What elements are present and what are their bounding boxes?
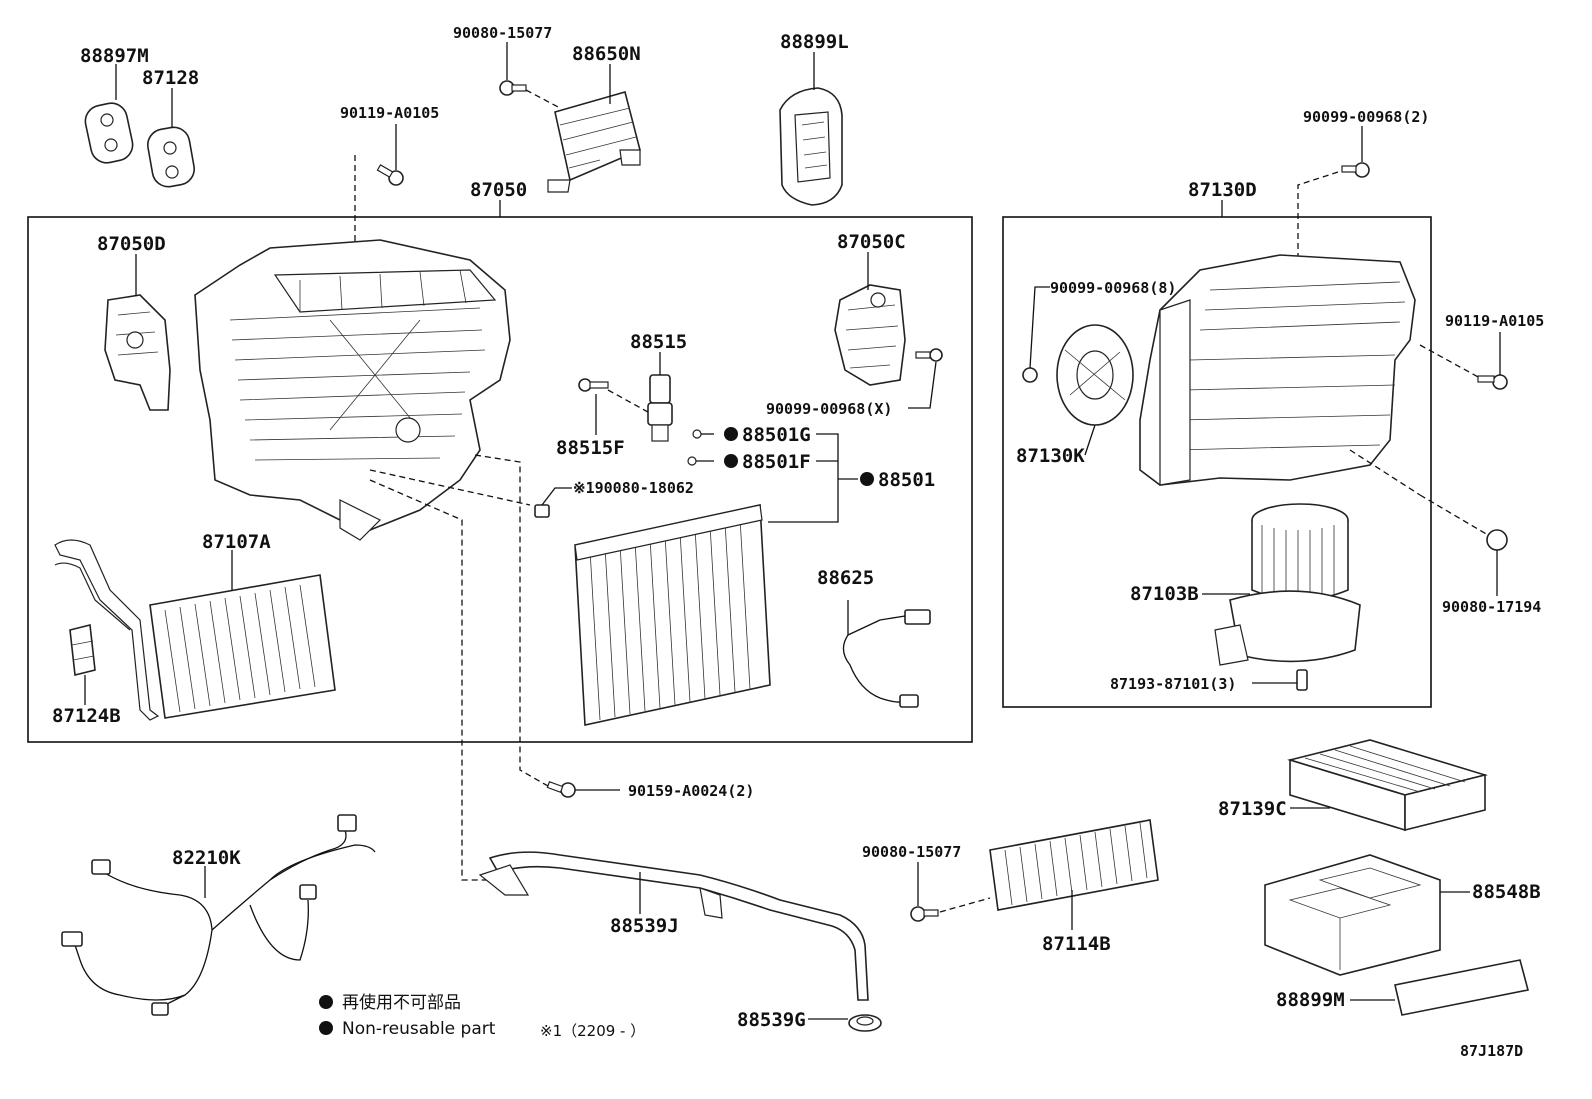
- legend-dot-jp: [319, 995, 333, 1009]
- label-88897M[interactable]: 88897M: [80, 45, 149, 67]
- filter-case-88548B-icon[interactable]: [1264, 854, 1441, 976]
- bolt-88515F-icon[interactable]: [578, 378, 609, 392]
- label-88548B[interactable]: 88548B: [1472, 881, 1541, 903]
- actuator-87050D-icon[interactable]: [104, 294, 171, 411]
- legend-note-1: ※1（2209 - ）: [540, 1022, 645, 1040]
- heater-core-87107A-icon[interactable]: [54, 539, 336, 721]
- label-88501F[interactable]: 88501F: [742, 451, 811, 473]
- legend-dot-en: [319, 1021, 333, 1035]
- label-88515[interactable]: 88515: [630, 331, 687, 353]
- label-87124B[interactable]: 87124B: [52, 705, 121, 727]
- label-88899L[interactable]: 88899L: [780, 31, 849, 53]
- label-90080-15077-bottom[interactable]: 90080-15077: [862, 843, 961, 861]
- screw-90080-15077-bottom-icon[interactable]: [910, 906, 939, 922]
- label-88539J[interactable]: 88539J: [610, 915, 679, 937]
- label-88501G[interactable]: 88501G: [742, 424, 811, 446]
- filter-cover-88899M-icon[interactable]: [1394, 959, 1529, 1016]
- label-90119-A0105-right[interactable]: 90119-A0105: [1445, 312, 1544, 330]
- screw-90119-A0105-top-icon[interactable]: [376, 164, 404, 186]
- label-90080-15077-top[interactable]: 90080-15077: [453, 24, 552, 42]
- label-90080-18062[interactable]: ※190080-18062: [573, 479, 694, 497]
- label-88501[interactable]: 88501: [878, 469, 935, 491]
- o-ring-88501F-icon[interactable]: [687, 456, 714, 466]
- blower-motor-87103B-icon[interactable]: [1214, 503, 1361, 666]
- legend-non-reusable-jp: 再使用不可部品: [342, 992, 461, 1013]
- actuator-87050C-icon[interactable]: [834, 284, 906, 386]
- non-reusable-dot-88501: [860, 472, 874, 486]
- assembly-box-87130D: [1002, 216, 1432, 708]
- label-90099-00968-2[interactable]: 90099-00968(2): [1303, 108, 1429, 126]
- fan-cover-87130K-icon[interactable]: [1056, 324, 1134, 426]
- grommet-88539G-icon[interactable]: [848, 1014, 882, 1032]
- label-87103B[interactable]: 87103B: [1130, 583, 1199, 605]
- blower-unit-87130D-icon[interactable]: [1139, 254, 1416, 486]
- label-87050D[interactable]: 87050D: [97, 233, 166, 255]
- control-module-88650N-icon[interactable]: [547, 91, 641, 193]
- label-87050C[interactable]: 87050C: [837, 231, 906, 253]
- label-90159-A0024-2[interactable]: 90159-A0024(2): [628, 782, 754, 800]
- label-88515F[interactable]: 88515F: [556, 437, 625, 459]
- screw-90099-00968-8-icon[interactable]: [1022, 367, 1038, 383]
- wire-harness-82210K-icon[interactable]: [61, 814, 376, 1016]
- screw-87193-87101-3-icon[interactable]: [1296, 669, 1308, 691]
- screw-90099-00968-X-icon[interactable]: [915, 348, 943, 362]
- screw-90099-00968-2-icon[interactable]: [1341, 162, 1370, 178]
- clip-87124B-icon[interactable]: [69, 624, 96, 676]
- label-87130D[interactable]: 87130D: [1188, 179, 1257, 201]
- label-88539G[interactable]: 88539G: [737, 1009, 806, 1031]
- cabin-filter-87139C-icon[interactable]: [1287, 739, 1488, 832]
- label-87128[interactable]: 87128: [142, 67, 199, 89]
- label-88650N[interactable]: 88650N: [572, 43, 641, 65]
- label-88625[interactable]: 88625: [817, 567, 874, 589]
- duct-88899L-icon[interactable]: [779, 87, 843, 206]
- sensor-88625-icon[interactable]: [842, 600, 931, 708]
- label-87107A[interactable]: 87107A: [202, 531, 271, 553]
- screw-90080-15077-top-icon[interactable]: [499, 80, 527, 96]
- label-88899M[interactable]: 88899M: [1276, 989, 1345, 1011]
- duct-88539J-icon[interactable]: [478, 851, 869, 1001]
- label-87139C[interactable]: 87139C: [1218, 798, 1287, 820]
- legend-non-reusable-en: Non-reusable part: [342, 1019, 496, 1039]
- label-82210K[interactable]: 82210K: [172, 847, 241, 869]
- label-90099-00968-8[interactable]: 90099-00968(8): [1050, 279, 1176, 297]
- nut-90080-18062-icon[interactable]: [534, 504, 550, 518]
- non-reusable-dot-88501F: [724, 454, 738, 468]
- expansion-valve-88515-icon[interactable]: [647, 374, 673, 442]
- grommet-88897M-icon[interactable]: [82, 100, 135, 165]
- evaporator-88501-icon[interactable]: [574, 504, 771, 726]
- grommet-87128-icon[interactable]: [145, 125, 196, 189]
- filter-frame-87114B-icon[interactable]: [989, 819, 1159, 911]
- label-90099-00968-X[interactable]: 90099-00968(X): [766, 400, 892, 418]
- screw-90159-A0024-2-icon[interactable]: [546, 781, 576, 798]
- hvac-unit-87050-icon[interactable]: [194, 239, 511, 541]
- o-ring-88501G-icon[interactable]: [692, 429, 714, 439]
- diagram-reference-code: 87J187D: [1460, 1042, 1523, 1060]
- nut-90080-17194-icon[interactable]: [1486, 529, 1508, 551]
- label-87114B[interactable]: 87114B: [1042, 933, 1111, 955]
- label-87050[interactable]: 87050: [470, 179, 527, 201]
- non-reusable-dot-88501G: [724, 427, 738, 441]
- label-90080-17194[interactable]: 90080-17194: [1442, 598, 1541, 616]
- screw-90119-A0105-right-icon[interactable]: [1477, 374, 1508, 390]
- label-87130K[interactable]: 87130K: [1016, 445, 1085, 467]
- label-87193-87101-3[interactable]: 87193-87101(3): [1110, 675, 1236, 693]
- label-90119-A0105-top[interactable]: 90119-A0105: [340, 104, 439, 122]
